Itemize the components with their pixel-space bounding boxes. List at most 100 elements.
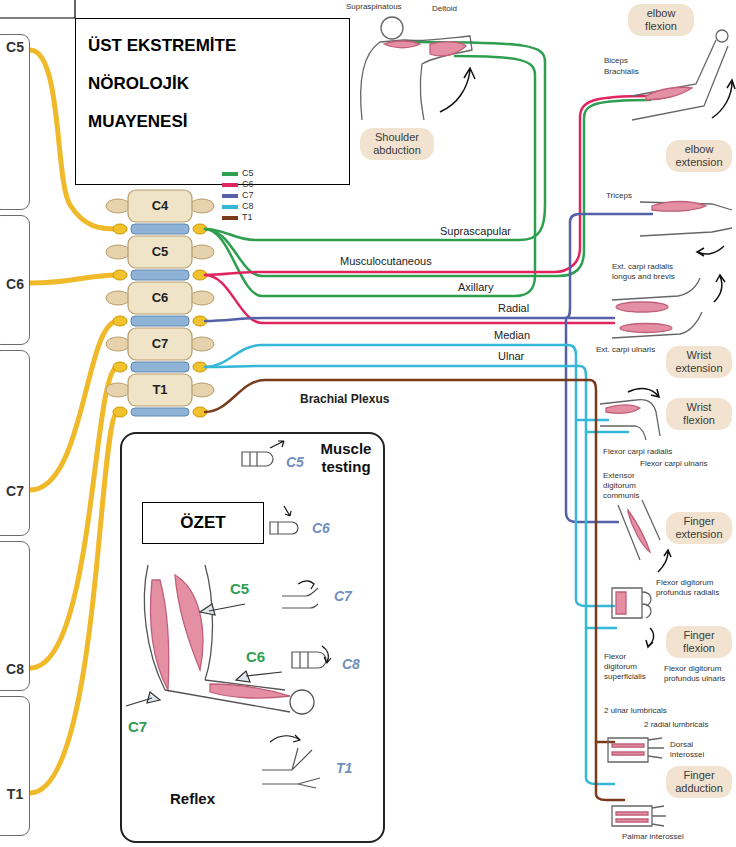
node-text: Finger adduction xyxy=(672,769,726,795)
muscle-label: 2 ulnar lumbricals xyxy=(604,706,667,716)
test-level: T1 xyxy=(336,760,352,778)
test-level: C6 xyxy=(312,520,330,538)
arm-figure xyxy=(632,40,728,120)
muscle-label: Flexor digitorum superficialis xyxy=(604,652,660,682)
reflex-arm xyxy=(290,690,314,714)
nerve-label: Median xyxy=(494,329,530,343)
node-text: Wrist extension xyxy=(672,349,726,375)
t1-nerve xyxy=(205,380,624,800)
shoulder-figure xyxy=(430,42,466,56)
arm-figure xyxy=(697,246,724,256)
hand-figure xyxy=(642,592,651,618)
forearm-figure xyxy=(612,275,725,338)
muscle-label: Flexor digitorum profundus radialis xyxy=(656,578,732,598)
cervical-spine xyxy=(131,408,189,416)
test-hand-icon xyxy=(262,748,320,788)
forearm-figure xyxy=(628,510,650,552)
cervical-spine xyxy=(106,383,130,397)
legend-text: C5 xyxy=(242,168,254,179)
vertebra-label: C4 xyxy=(152,198,169,214)
forearm-figure xyxy=(612,278,702,338)
cervical-spine xyxy=(113,316,127,326)
function-bubble: elbow flexion xyxy=(628,4,694,36)
reflex-level: C7 xyxy=(128,718,147,737)
muscle-label: 2 radial lumbricals xyxy=(644,720,708,730)
cervical-spine xyxy=(190,383,214,397)
muscle-label: Flexor digitorum profundus ulnaris xyxy=(664,664,734,684)
cervical-spine xyxy=(106,199,130,213)
cervical-spine xyxy=(113,362,127,372)
plexus-label: Brachial Plexus xyxy=(300,392,389,407)
muscle-label: Palmar interossei xyxy=(622,832,684,842)
reflex-arm xyxy=(144,565,212,690)
nerve-label: Radial xyxy=(498,302,529,316)
test-level: C8 xyxy=(342,656,360,674)
reflex-level: C6 xyxy=(246,648,265,667)
test-level: C7 xyxy=(334,588,352,606)
test-hand-icon xyxy=(270,735,300,742)
muscle-label: Supraspinatous xyxy=(346,2,402,12)
corner-rule xyxy=(0,0,75,18)
hand-figure xyxy=(616,812,648,822)
forearm-figure xyxy=(658,550,671,572)
function-bubble: Finger flexion xyxy=(666,626,732,658)
legend-text: T1 xyxy=(242,212,253,223)
muscle-label: Ext. carpi ulnaris xyxy=(596,345,655,355)
node-text: ÖZET xyxy=(180,513,225,533)
nerve-label: Suprascapular xyxy=(440,225,511,239)
arm-figure xyxy=(716,30,728,42)
muscle-label: Dorsal interossei xyxy=(670,740,718,760)
reflex-level: C7 xyxy=(128,718,147,737)
muscle-label: Flexor digitorum profundus radialis xyxy=(656,578,732,598)
dermatome-box: C5 xyxy=(0,34,30,210)
hand-figure xyxy=(612,588,654,647)
reflex-hammer xyxy=(236,671,250,682)
muscle-label: Triceps xyxy=(606,191,632,201)
cervical-spine xyxy=(190,291,214,305)
dermatome-box: C8 xyxy=(0,541,30,691)
hand-figure xyxy=(612,744,644,755)
muscle-label: Flexor carpi radialis xyxy=(603,447,672,457)
cervical-spine xyxy=(106,190,214,417)
muscle-label: Supraspinatous xyxy=(346,2,402,12)
reflex-hammer xyxy=(147,692,160,703)
function-bubble: elbow extension xyxy=(666,140,732,172)
legend-row: T1 xyxy=(222,212,254,223)
muscle-label: Palmar interossei xyxy=(622,832,684,842)
node-text: Finger flexion xyxy=(672,629,726,655)
arm-figure xyxy=(646,87,692,100)
node-text: Shoulder abduction xyxy=(366,131,428,157)
cervical-spine xyxy=(131,224,189,234)
cervical-spine xyxy=(131,362,189,372)
node-text: Wrist flexion xyxy=(672,401,726,427)
muscle-label: Triceps xyxy=(606,191,632,201)
function-bubble: Finger adduction xyxy=(666,766,732,798)
legend-swatch xyxy=(222,205,238,209)
nerve-label: Ulnar xyxy=(498,350,524,364)
reflex-hammer xyxy=(209,604,245,611)
arm-figure xyxy=(712,80,735,118)
forearm-figure xyxy=(618,500,671,572)
shoulder-figure xyxy=(361,17,475,120)
nerve-label: Median xyxy=(494,329,530,343)
node-text: T1 xyxy=(0,786,29,802)
nerve-label: Suprascapular xyxy=(440,225,511,239)
hand-figure xyxy=(616,592,626,614)
forearm-figure xyxy=(714,275,725,302)
hand-figure xyxy=(612,806,666,826)
reflex-arm xyxy=(144,565,314,714)
legend-swatch xyxy=(222,216,238,220)
muscle-label: Biceps xyxy=(604,56,628,66)
function-bubble: Wrist flexion xyxy=(666,398,732,430)
muscle-label: Ext. carpi ulnaris xyxy=(596,345,655,355)
node-text: C5 xyxy=(0,39,29,55)
summary-tag: ÖZET xyxy=(142,502,264,544)
muscle-label: Deltoid xyxy=(432,4,457,14)
cervical-spine xyxy=(131,270,189,280)
muscle-label: Flexor carpi ulnaris xyxy=(640,459,708,469)
hand-figure xyxy=(646,628,654,647)
reflex-arm xyxy=(210,684,290,698)
legend-swatch xyxy=(222,194,238,198)
